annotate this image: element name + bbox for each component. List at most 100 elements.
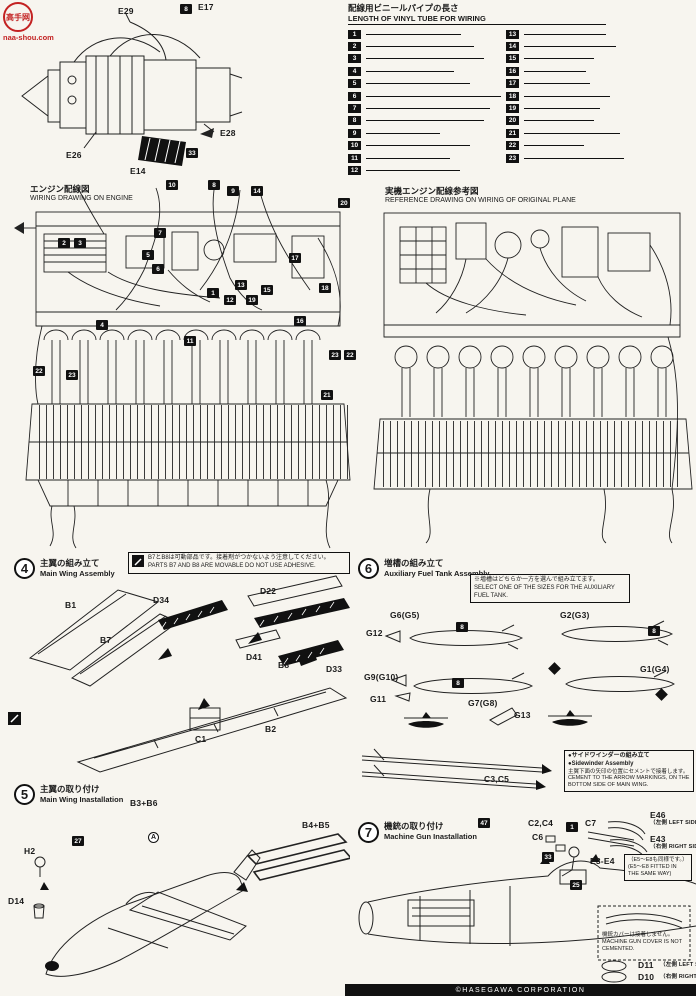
part-label-c7: C7 [585,818,597,828]
part-label-e28: E28 [220,128,236,138]
wiring-callout: 1 [207,288,219,298]
watermark: 高手网 naa-shou.com [3,2,54,42]
wiring-callout: 20 [338,198,350,208]
mg-cover-note: 機銃カバーは接着しません。 MACHINE GUN COVER IS NOT C… [602,932,686,953]
step7-title: 機銃の取り付け Machine Gun Inastallation [384,820,477,841]
tube-number-badge: 12 [348,165,361,175]
tube-row: 23 [506,152,624,164]
sidewinder-note-jp: 主翼下面の矢印の位置にセメントで接着します。 [568,768,689,775]
tube-number-badge: 10 [348,141,361,151]
adhesive-warning-icon [132,555,144,567]
tube-length-line [366,83,470,85]
step6-note-en: SELECT ONE OF THE SIZES FOR THE AUXILIAR… [474,584,615,599]
step4-warning-text: B7とB8は可動部品です。接着剤がつかないよう注意してください。 PARTS B… [148,555,330,571]
tube-row: 6 [348,90,506,102]
part-label-b4b5: B4+B5 [302,820,330,830]
step5-section: 5 主翼の取り付け Main Wing Inastallation B3+B6 … [8,778,350,996]
sidewinder-note-box: ●サイドワインダーの組み立て ●Sidewinder Assembly 主翼下面… [564,750,694,793]
tube-row: 7 [348,102,506,114]
step6-number: 6 [358,558,379,579]
wiring-title: エンジン配線図 WIRING DRAWING ON ENGINE [30,183,133,202]
step4-title-jp: 主翼の組み立て [40,558,100,568]
step6-note-box: ※増槽はどちらか一方を選んで組み立てます。 SELECT ONE OF THE … [470,574,630,604]
step7-number: 7 [358,822,379,843]
tube-number-badge: 8 [348,116,361,126]
footer-bar: ©HASEGAWA CORPORATION [345,984,696,996]
tube-length-line [366,70,454,72]
tube-number-badge: 11 [348,153,361,163]
tube-row: 2 [348,40,506,52]
wiring-callout: 12 [224,295,236,305]
tube-badge-8: 8 [648,626,660,636]
step4-title-en: Main Wing Assembly [40,569,115,578]
wiring-callout: 5 [142,250,154,260]
wiring-callout: 15 [261,285,273,295]
part-label-d34: D34 [153,595,170,605]
tube-number-badge: 17 [506,79,519,89]
wiring-callout: 10 [166,180,178,190]
reference-title-jp: 実機エンジン配線参考図 [385,186,479,196]
tube-number-badge: 9 [348,128,361,138]
part-label-h2: H2 [24,846,36,856]
wiring-callout: 7 [154,228,166,238]
part-label-e14: E14 [130,166,146,176]
tube-badge-33: 33 [542,852,554,862]
tube-row: 4 [348,65,506,77]
reference-title-en: REFERENCE DRAWING ON WIRING OF ORIGINAL … [385,197,576,204]
mg-note-en: MACHINE GUN COVER IS NOT CEMENTED. [602,938,682,952]
tube-row: 11 [348,152,506,164]
tube-table-columns: 1 2 3 4 5 6 7 8 9 10 11 12 13 14 15 16 1… [348,28,694,177]
part-label-e3e4: E3-E4 [590,856,615,866]
tube-row: 1 [348,28,506,40]
step6-art [384,620,675,728]
wiring-callout: 22 [344,350,356,360]
step6-title-en: Auxiliary Fuel Tank Assembly [384,569,490,578]
wiring-callout: 16 [294,316,306,326]
tube-length-line [366,95,501,97]
wiring-callout: 2 [58,238,70,248]
wiring-callout: 23 [66,370,78,380]
tube-length-line [524,95,610,97]
step5-art [33,833,350,977]
tube-badge-33: 33 [186,148,198,158]
part-label-e17: E17 [198,2,214,12]
wiring-callout: 8 [208,180,220,190]
step4-number: 4 [14,558,35,579]
wiring-callout: 4 [96,320,108,330]
step7-title-jp: 機銃の取り付け [384,821,444,831]
wiring-callout: 3 [74,238,86,248]
tube-length-table: 配線用ビニールパイプの長さ LENGTH OF VINYL TUBE FOR W… [348,2,694,178]
tube-number-badge: 14 [506,42,519,52]
tube-row: 5 [348,78,506,90]
tube-badge-25: 25 [570,880,582,890]
wiring-callout: 23 [329,350,341,360]
step5-title: 主翼の取り付け Main Wing Inastallation [40,783,123,804]
e3e4-note-jp: （E5〜E8も同様です。） [628,857,688,863]
brush-icon [134,558,142,566]
tube-badge-8: 8 [452,678,464,688]
step7-title-en: Machine Gun Inastallation [384,832,477,841]
reference-art [373,212,693,544]
wiring-callout: 9 [227,186,239,196]
part-side-e43: （右側 RIGHT SIDE） [650,844,696,850]
engine-detail-art [21,13,243,166]
part-side-d10: （右側 RIGHT SIDE） [660,974,696,980]
engine-detail-diagram: E29 8 E17 E28 33 E26 E14 [14,0,246,180]
tube-row: 13 [506,28,624,40]
step5-title-jp: 主翼の取り付け [40,784,100,794]
part-label-b2: B2 [265,724,277,734]
step5-title-en: Main Wing Inastallation [40,795,124,804]
wiring-callout: 19 [246,295,258,305]
part-label-c3c5: C3,C5 [484,774,510,784]
watermark-logo: 高手网 [3,2,33,32]
part-label-c2c4: C2,C4 [528,818,554,828]
part-label-d22: D22 [260,586,277,596]
step4-warning-box: B7とB8は可動部品です。接着剤がつかないよう注意してください。 PARTS B… [128,552,350,574]
e3e4-note-en: (E5〜E8 FITTED IN THE SAME WAY) [628,863,677,877]
tube-row: 21 [506,127,624,139]
tube-number-badge: 5 [348,79,361,89]
tube-row: 3 [348,53,506,65]
tube-number-badge: 21 [506,128,519,138]
wiring-title-jp: エンジン配線図 [30,184,90,194]
step4-warning-jp: B7とB8は可動部品です。接着剤がつかないよう注意してください。 [148,555,330,561]
